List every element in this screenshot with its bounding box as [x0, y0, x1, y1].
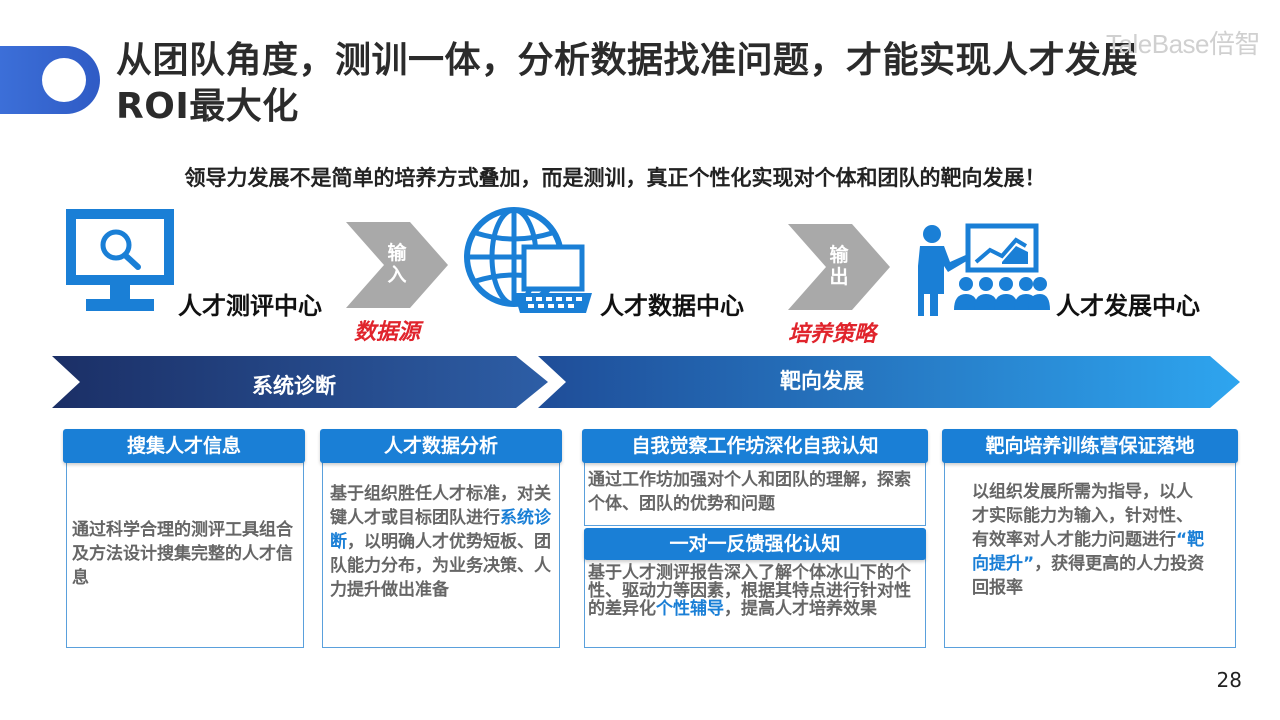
box-training-camp-title: 靶向培养训练营保证落地 — [942, 429, 1238, 463]
presenter-team-icon — [918, 223, 1050, 316]
arrow-input-icon — [346, 222, 448, 308]
box-self-awareness-body: 通过工作坊加强对个人和团队的理解，探索个体、团队的优势和问题 — [588, 470, 911, 514]
box-data-analysis-title: 人才数据分析 — [320, 429, 562, 463]
arrow-input-text: 输入 — [387, 242, 407, 286]
highlight-personal-coaching: 个性辅导 — [656, 599, 724, 619]
box-collect-info — [66, 432, 304, 648]
arrow-output-icon — [788, 224, 890, 310]
page-number: 28 — [1216, 668, 1242, 692]
box-feedback-title: 一对一反馈强化认知 — [584, 528, 926, 560]
arrow-output-text: 输出 — [829, 244, 849, 288]
box-training-camp — [944, 432, 1236, 648]
highlight-system-diagnosis: 系统诊断 — [330, 508, 551, 552]
monitor-search-icon — [66, 209, 174, 311]
box-collect-info-title: 搜集人才信息 — [63, 429, 305, 463]
node-assessment-center: 人才测评中心 — [178, 292, 322, 320]
box-self-awareness-title: 自我觉察工作坊深化自我认知 — [582, 429, 928, 463]
globe-laptop-icon — [464, 207, 592, 313]
title-decoration-icon — [0, 46, 100, 114]
page-title: 从团队角度，测训一体，分析数据找准问题，才能实现人才发展ROI最大化 — [116, 40, 1139, 127]
node-development-center: 人才发展中心 — [1056, 292, 1200, 320]
box-training-camp-body: 以组织发展所需为指导，以人才实际能力为输入，针对性、有效率对人才能力问题进行“靶… — [972, 482, 1205, 598]
label-training-strategy: 培养策略 — [788, 322, 877, 347]
node-data-center: 人才数据中心 — [600, 292, 744, 320]
brand-logo: TaleBase倍智 — [1106, 29, 1260, 59]
box-data-analysis-body: 基于组织胜任人才标准，对关键人才或目标团队进行系统诊断，以明确人才优势短板、团队… — [330, 484, 551, 600]
box-collect-info-body: 通过科学合理的测评工具组合及方法设计搜集完整的人才信息 — [72, 520, 293, 588]
label-data-source: 数据源 — [354, 320, 421, 345]
box-data-analysis — [322, 432, 560, 648]
highlight-targeted-improvement: “靶向提升” — [972, 530, 1205, 574]
band-targeted-development: 靶向发展 — [780, 369, 864, 393]
band-system-diagnosis: 系统诊断 — [252, 374, 336, 398]
box-feedback-body: 基于人才测评报告深入了解个体冰山下的个性、驱动力等因素，根据其特点进行针对性的差… — [588, 563, 911, 619]
slide-subtitle: 领导力发展不是简单的培养方式叠加，而是测训，真正个性化实现对个体和团队的靶向发展… — [184, 166, 1046, 190]
process-band — [52, 356, 1240, 408]
